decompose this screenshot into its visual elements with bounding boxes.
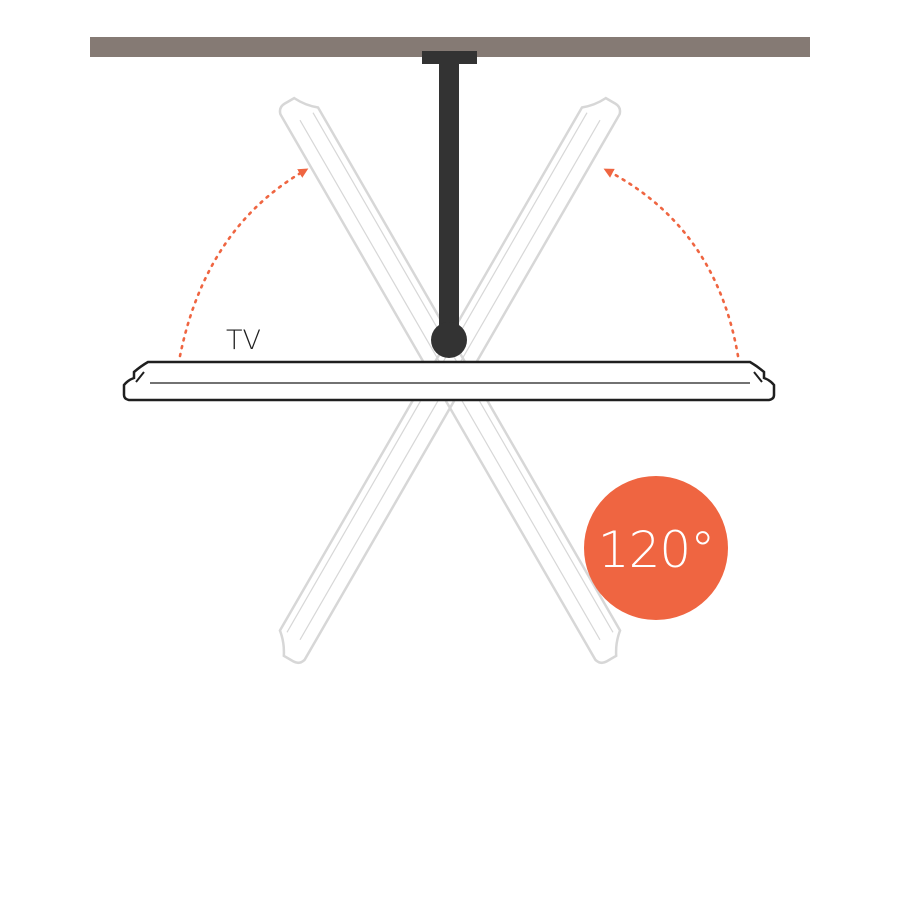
ceiling-plate — [422, 51, 477, 64]
mount-pole — [439, 63, 459, 335]
tv-panel — [122, 360, 776, 402]
tv-label: TV — [226, 325, 261, 356]
dotted-curved-arrow-icon — [603, 168, 740, 358]
ball-joint — [431, 322, 467, 358]
dotted-curved-arrow-icon — [178, 168, 309, 358]
ceiling — [90, 37, 810, 57]
rotation-badge — [584, 476, 728, 620]
rotation-angle-label: 120° — [598, 521, 714, 579]
